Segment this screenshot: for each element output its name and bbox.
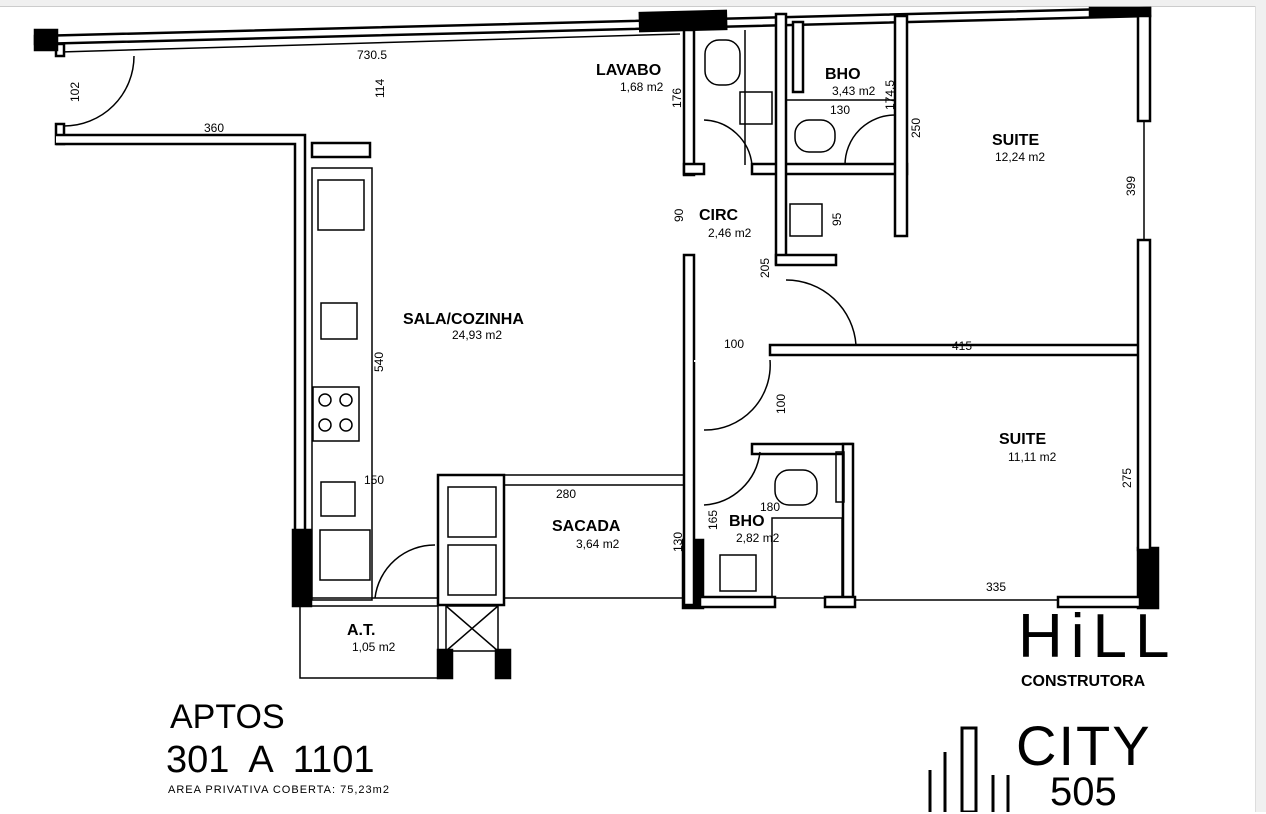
city-505-logo-bars	[928, 726, 1010, 812]
dimension: 100	[774, 393, 788, 414]
title-aptos: APTOS	[170, 698, 285, 736]
room-area-bho-top: 3,43 m2	[832, 84, 876, 98]
dimension: 95	[830, 212, 844, 226]
wall	[682, 28, 696, 177]
room-area-bho-bottom: 2,82 m2	[736, 531, 780, 545]
room-area-circ: 2,46 m2	[708, 226, 752, 240]
room-name-sala-cozinha: SALA/COZINHA	[403, 311, 524, 328]
shaft	[445, 605, 499, 652]
room-area-suite-top: 12,24 m2	[995, 150, 1046, 164]
dimension: 100	[724, 337, 745, 351]
shower	[771, 517, 843, 599]
city-505-number: 505	[1050, 770, 1117, 814]
left-wall	[56, 133, 307, 607]
toilet	[794, 119, 836, 153]
vertical-scrollbar[interactable]	[1255, 6, 1266, 812]
dimension: 399	[1124, 175, 1138, 196]
room-name-sacada: SACADA	[552, 518, 621, 535]
room-area-sala-cozinha: 24,93 m2	[452, 328, 503, 342]
room-name-circ: CIRC	[699, 207, 739, 224]
window-line	[59, 33, 681, 53]
wall	[682, 253, 696, 607]
room-name-lavabo: LAVABO	[596, 62, 662, 79]
window-top-bar	[0, 0, 1266, 7]
hill-logo: HiLL	[1018, 602, 1178, 671]
stove	[312, 386, 360, 442]
dimension: 130	[830, 103, 851, 117]
room-area-suite-bottom: 11,11 m2	[1008, 450, 1057, 464]
dimension: 360	[204, 121, 225, 135]
sink	[739, 91, 773, 125]
dimension: 102	[68, 81, 82, 102]
dimension: 114	[373, 78, 387, 98]
dimension: 165	[706, 509, 720, 530]
dimension: 730.5	[357, 48, 388, 62]
dimension: 174.5	[883, 79, 897, 110]
room-name-suite-top: SUITE	[992, 132, 1040, 149]
title-apartment-range: 301 A 1101	[166, 739, 375, 781]
sink	[719, 554, 757, 592]
sink	[320, 302, 358, 340]
sink	[789, 203, 823, 237]
dimension: 335	[986, 580, 1007, 594]
dimension: 90	[672, 208, 686, 222]
area-tecnica	[299, 605, 439, 679]
room-area-sacada: 3,64 m2	[576, 537, 620, 551]
dimension: 280	[556, 487, 577, 501]
city-logo: CITY	[1016, 714, 1152, 777]
room-name-suite-bottom: SUITE	[999, 431, 1047, 448]
room-name-at: A.T.	[347, 622, 376, 639]
area-privativa-label: AREA PRIVATIVA COBERTA: 75,23m2	[168, 784, 390, 796]
room-area-lavabo: 1,68 m2	[620, 80, 664, 94]
dimension: 540	[372, 351, 386, 372]
room-name-bho-bottom: BHO	[729, 513, 765, 530]
dimension: 180	[760, 500, 781, 514]
dimension: 250	[909, 117, 923, 138]
dimension: 205	[758, 257, 772, 278]
hill-construtora-text: CONSTRUTORA	[1021, 673, 1146, 690]
counter-top	[310, 141, 372, 159]
dimension: 176	[670, 87, 684, 108]
toilet	[704, 39, 741, 86]
dimension: 275	[1120, 467, 1134, 488]
dimension: 150	[364, 473, 385, 487]
top-exterior-wall	[33, 6, 1152, 46]
room-name-bho-top: BHO	[825, 66, 861, 83]
dimension: 415	[952, 339, 973, 353]
dimension: 130	[671, 531, 685, 552]
room-area-at: 1,05 m2	[352, 640, 396, 654]
toilet	[774, 469, 818, 506]
kitchen-counter	[311, 167, 373, 601]
